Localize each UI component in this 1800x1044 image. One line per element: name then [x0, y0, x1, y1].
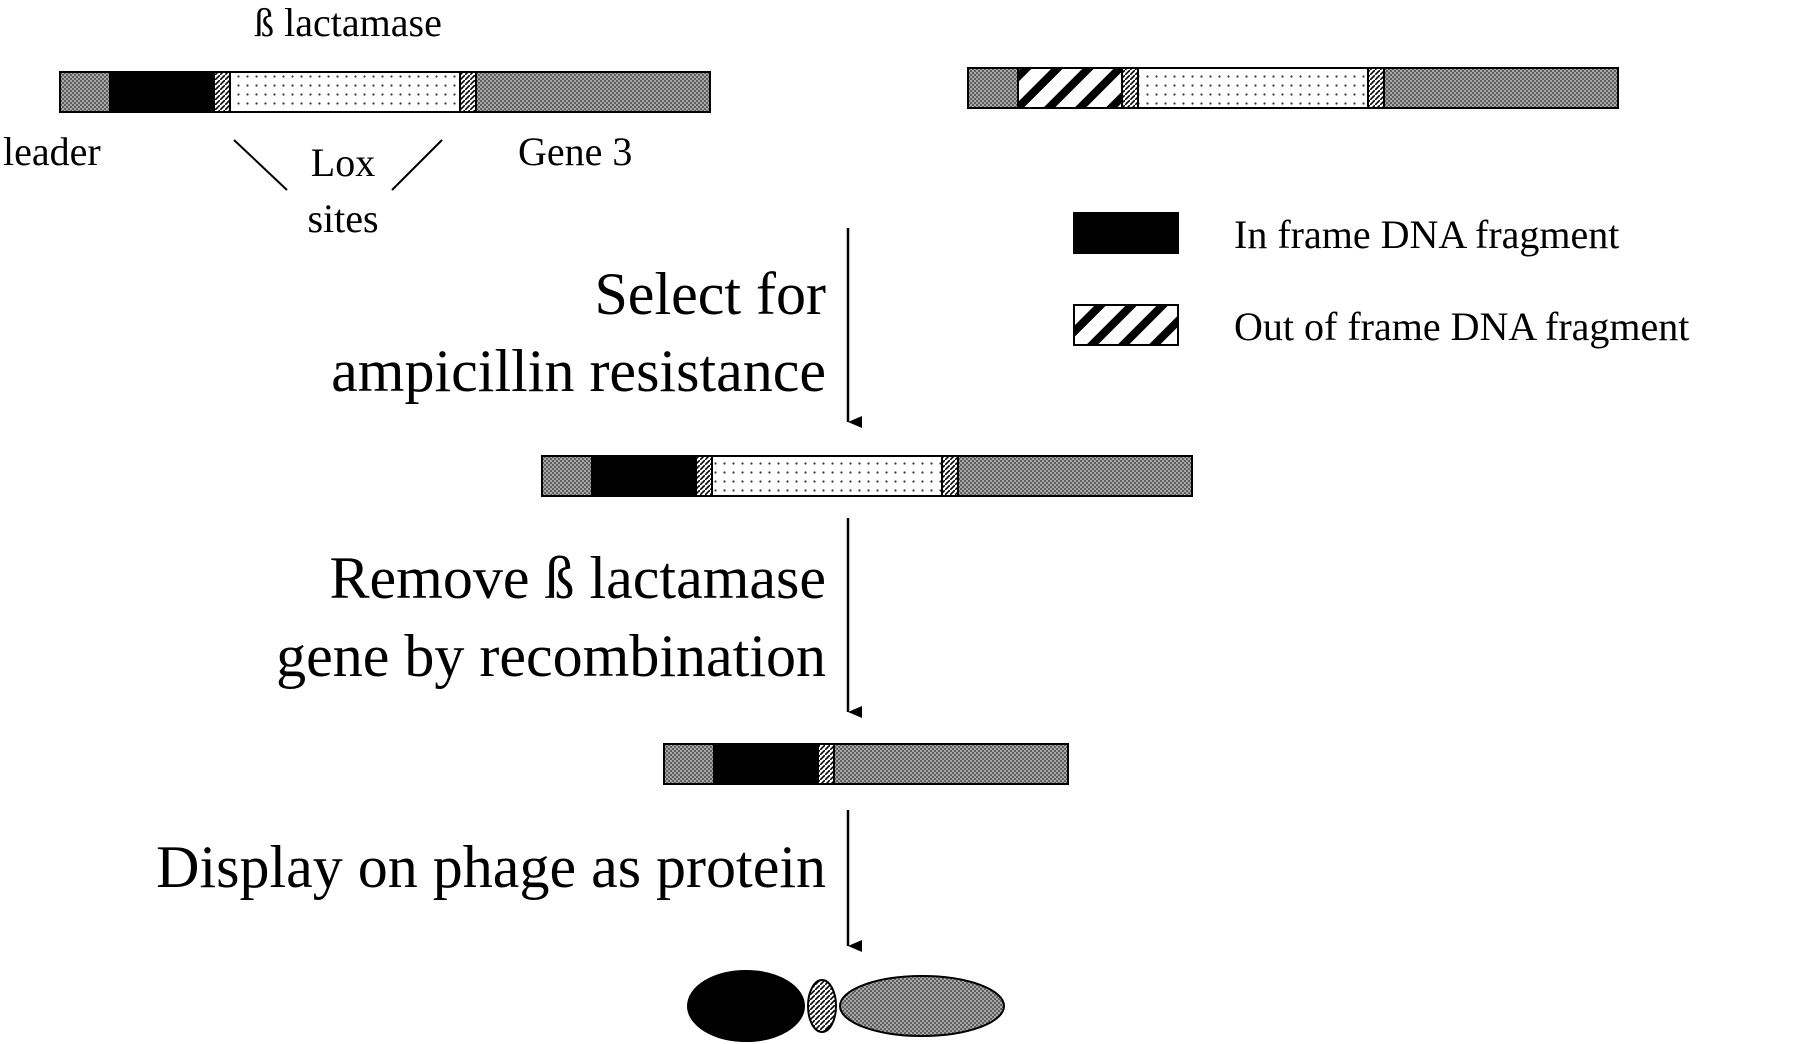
- leader-label: leader: [3, 129, 101, 174]
- leader-segment: [541, 455, 593, 497]
- step3-label: Display on phage as protein: [156, 834, 826, 900]
- beta-lactamase-segment: [711, 455, 943, 497]
- legend-in-frame-label: In frame DNA fragment: [1234, 212, 1619, 257]
- leader-segment: [59, 71, 111, 113]
- construct-out-of-frame: [967, 67, 1619, 109]
- gene3-segment: [833, 743, 1069, 785]
- beta-lactamase-label: ß lactamase: [254, 0, 442, 45]
- fragment-protein-domain: [687, 970, 805, 1042]
- lox-site: [817, 743, 835, 785]
- step1-label-line1: Select for: [594, 261, 826, 327]
- gene3-segment: [957, 455, 1193, 497]
- lox-linker-domain: [807, 979, 837, 1033]
- out-of-frame-fragment-segment: [1017, 67, 1123, 109]
- in-frame-fragment-segment: [591, 455, 697, 497]
- legend-out-of-frame-label: Out of frame DNA fragment: [1234, 304, 1689, 349]
- step2-label-line2: gene by recombination: [276, 623, 826, 689]
- lox-label-line2: sites: [307, 196, 378, 241]
- construct-selected: [541, 455, 1193, 497]
- leader-segment: [967, 67, 1019, 109]
- legend-out-of-frame-swatch: [1073, 304, 1179, 346]
- lox-pointer-left: [233, 139, 288, 191]
- gene3-label: Gene 3: [518, 129, 632, 174]
- construct-recombined: [663, 743, 1069, 785]
- in-frame-fragment-segment: [713, 743, 819, 785]
- lox-label-line1: Lox: [311, 140, 375, 185]
- lox-site-left: [213, 71, 231, 113]
- gene3-protein-domain: [839, 975, 1005, 1037]
- lox-site-right: [1367, 67, 1385, 109]
- lox-site-right: [459, 71, 477, 113]
- beta-lactamase-segment: [1137, 67, 1369, 109]
- lox-pointer-right: [391, 139, 443, 191]
- beta-lactamase-segment: [229, 71, 461, 113]
- step2-label-line1: Remove ß lactamase: [330, 545, 826, 611]
- lox-site-left: [695, 455, 713, 497]
- lox-site-left: [1121, 67, 1139, 109]
- construct-in-frame: [59, 71, 711, 191]
- in-frame-fragment-segment: [109, 71, 215, 113]
- gene3-segment: [1383, 67, 1619, 109]
- legend: In frame DNA fragment Out of frame DNA f…: [1073, 212, 1689, 349]
- lox-site-right: [941, 455, 959, 497]
- gene3-segment: [475, 71, 711, 113]
- legend-in-frame-swatch: [1073, 212, 1179, 254]
- displayed-protein: [687, 970, 1005, 1042]
- step1-label-line2: ampicillin resistance: [331, 338, 826, 404]
- leader-segment: [663, 743, 715, 785]
